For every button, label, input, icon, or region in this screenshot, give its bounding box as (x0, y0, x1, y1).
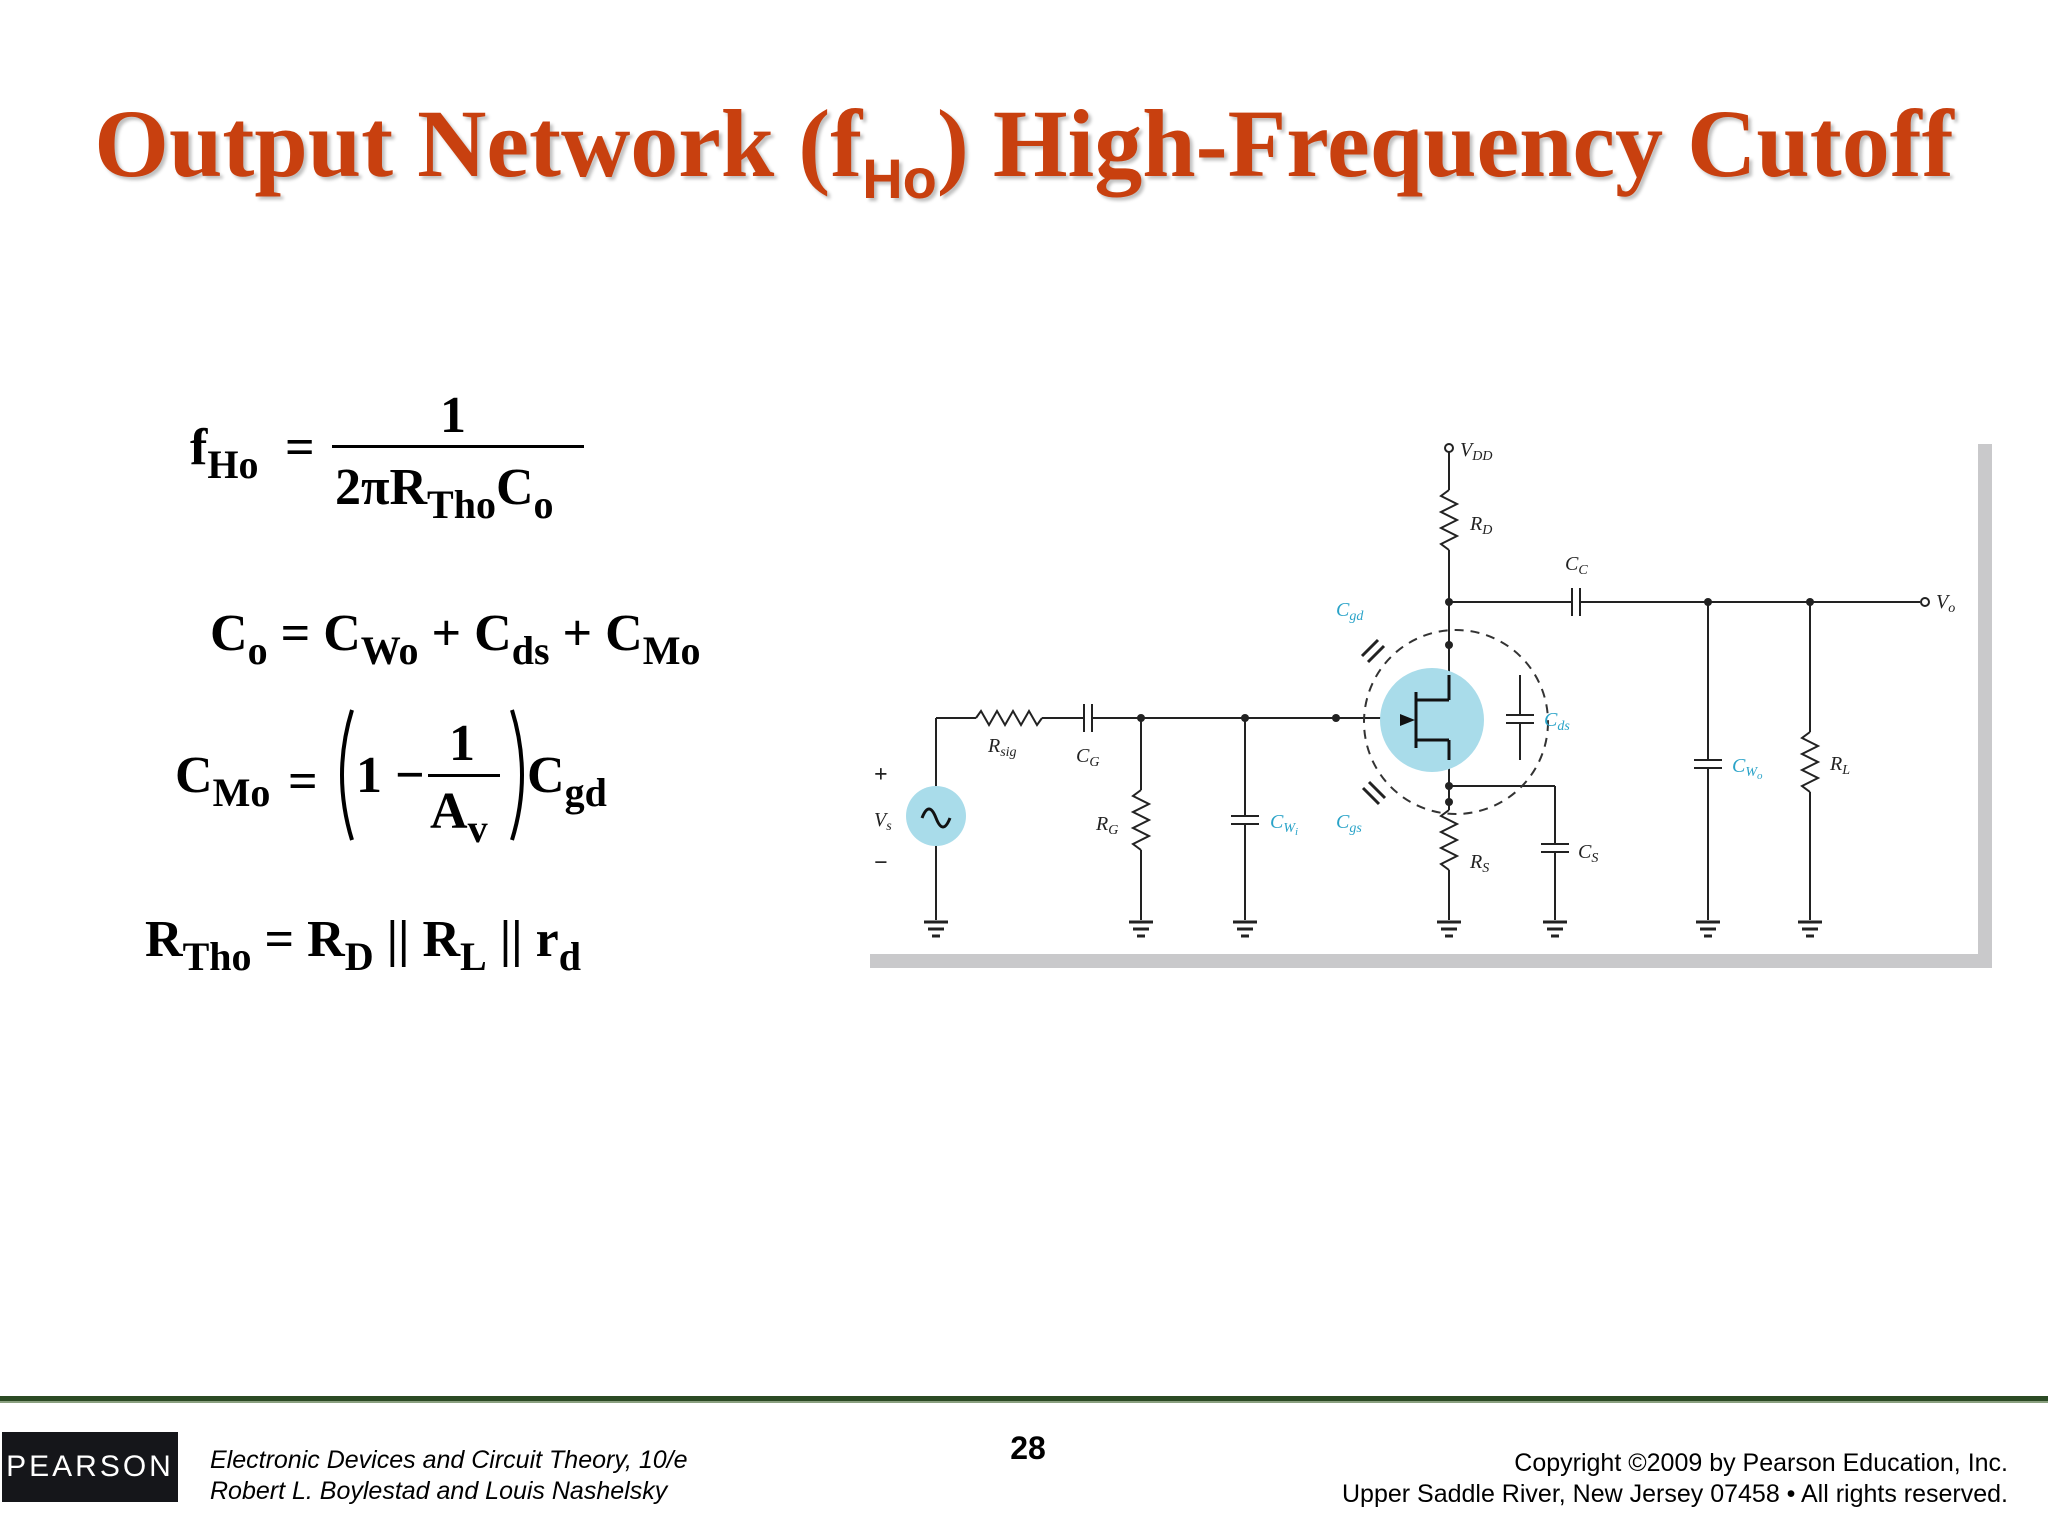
fho-lhs: fHo (190, 419, 259, 487)
label-cwo: CWo (1732, 755, 1763, 782)
book-title: Electronic Devices and Circuit Theory, 1… (210, 1446, 688, 1474)
label-cg: CG (1076, 745, 1099, 770)
ground-symbols (924, 920, 1822, 938)
slide-title: Output Network (fHo) High-Frequency Cuto… (0, 88, 2048, 211)
copyright-line2: Upper Saddle River, New Jersey 07458 • A… (1341, 1480, 2008, 1508)
cmo-fraction-bar (428, 774, 500, 777)
label-rl: RL (1829, 753, 1850, 778)
label-rs: RS (1469, 851, 1489, 876)
book-authors: Robert L. Boylestad and Louis Nashelsky (210, 1477, 668, 1505)
fho-numerator: 1 (440, 387, 466, 444)
fho-denominator: 2πRThoCo (335, 459, 554, 527)
fho-equals: = (285, 419, 315, 476)
equation-co: Co = CWo + Cds + CMo (210, 605, 701, 673)
capacitance-boundary (1363, 629, 1549, 815)
label-vdd: VDD (1460, 439, 1492, 464)
footer-rule-light (0, 1401, 2048, 1403)
cmo-one-minus: 1 − (356, 747, 425, 804)
copyright-line1: Copyright ©2009 by Pearson Education, In… (1514, 1449, 2008, 1477)
transistor-highlight (1380, 668, 1484, 772)
circuit-diagram: VDD RD CC Vo Rsig CG RG RS CS RL Vs + − … (870, 439, 1992, 968)
frame-right-edge (1978, 444, 1992, 968)
label-cwi: CWi (1270, 811, 1298, 838)
label-cds: Cds (1544, 709, 1570, 734)
page-number: 28 (1010, 1430, 1046, 1466)
cmo-parentheses (340, 709, 524, 841)
pearson-logo: PEARSON (2, 1432, 178, 1502)
label-cs: CS (1578, 841, 1598, 866)
fho-fraction-bar (332, 445, 584, 448)
label-vo: Vo (1936, 591, 1955, 616)
label-cc: CC (1565, 553, 1588, 578)
title-main: Output Network (f (94, 90, 863, 197)
title-rest: ) High-Frequency Cutoff (936, 90, 1954, 197)
label-rd: RD (1469, 513, 1492, 538)
cmo-lhs: CMo (175, 747, 271, 815)
cmo-equals: = (288, 753, 318, 810)
label-cgd: Cgd (1336, 599, 1364, 624)
label-cgs: Cgs (1336, 811, 1362, 836)
label-plus: + (874, 762, 888, 788)
cgd-capacitor (1360, 638, 1386, 664)
equation-rtho: RTho = RD || RL || rd (145, 911, 581, 979)
cgs-capacitor (1361, 780, 1387, 806)
cmo-numerator: 1 (449, 715, 475, 772)
title-subscript: Ho (862, 147, 937, 210)
label-rg: RG (1095, 813, 1118, 838)
footer-rule (0, 1396, 2048, 1401)
jfet-symbol (1414, 675, 1451, 760)
frame-bottom-edge (870, 954, 1992, 968)
label-rsig: Rsig (987, 735, 1017, 760)
label-vs: Vs (874, 809, 892, 834)
cmo-rhs: Cgd (527, 747, 607, 815)
label-minus: − (874, 850, 888, 876)
cmo-denominator: Av (430, 783, 488, 851)
